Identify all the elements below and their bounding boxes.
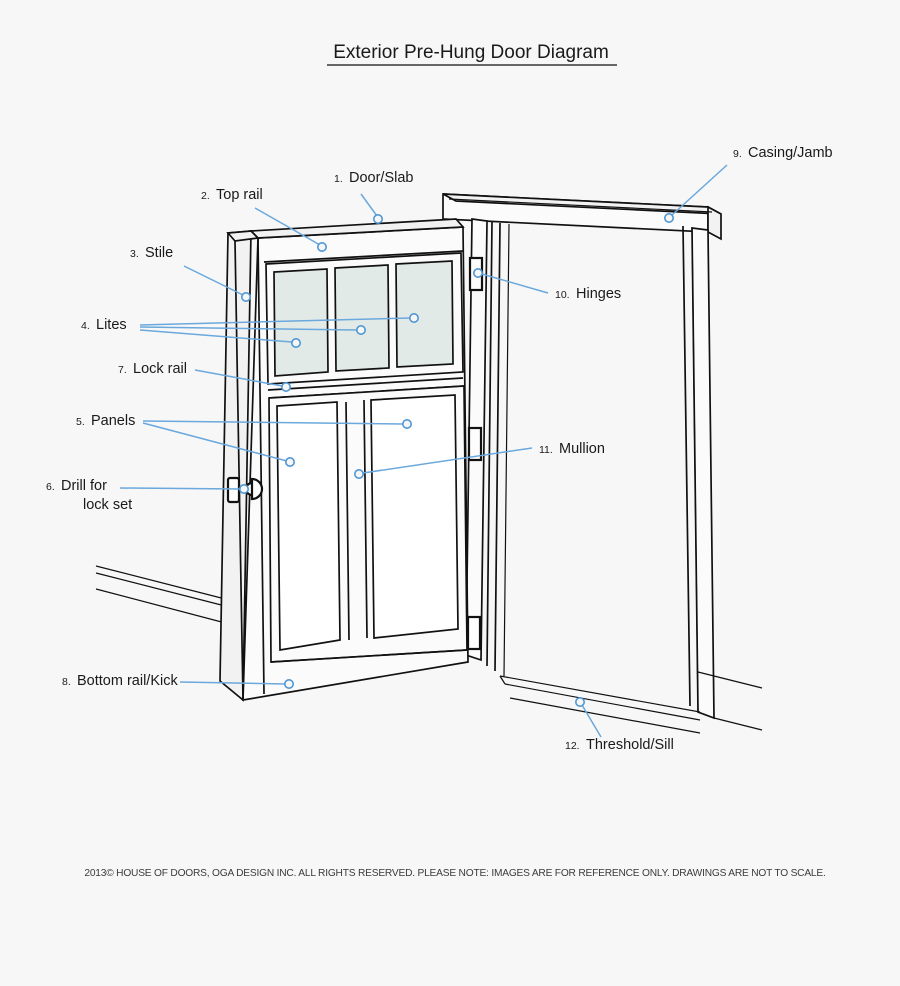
hinge-jamb-edge-c <box>503 223 510 677</box>
dot-top-rail <box>316 242 327 253</box>
door-knob-icon <box>250 477 264 501</box>
callout-number-3: 3. <box>130 248 139 260</box>
lite-1 <box>273 268 329 377</box>
callout-label-lites: Lites <box>96 317 127 333</box>
callout-number-12: 12. <box>565 740 580 752</box>
callout-number-8: 8. <box>62 676 71 688</box>
hinge-jamb-edge-b <box>494 222 501 672</box>
callout-label-lock-set: lock set <box>83 497 132 513</box>
dot-lite-1 <box>290 337 301 348</box>
leader-lite-1 <box>139 329 293 343</box>
callout-leaders <box>119 164 728 738</box>
callout-number-10: 10. <box>555 289 570 301</box>
leader-panel-2 <box>142 420 404 425</box>
threshold-edge-2 <box>504 683 701 721</box>
leader-lite-3 <box>139 317 411 326</box>
callout-label-stile: Stile <box>145 245 173 261</box>
floor-line-1 <box>95 565 234 602</box>
footer-copyright: 2013© HOUSE OF DOORS, OGA DESIGN INC. AL… <box>84 868 825 879</box>
leader-lite-2 <box>139 326 358 331</box>
strike-plate-icon <box>226 476 241 504</box>
right-jamb-reveal <box>691 227 699 713</box>
dot-mullion <box>353 468 364 479</box>
top-rail-lower-edge <box>263 250 464 263</box>
lock-set-hardware <box>226 476 264 504</box>
slab-stile-inner-line <box>257 237 265 695</box>
dot-lite-3 <box>408 312 419 323</box>
callout-number-5: 5. <box>76 416 85 428</box>
dot-hinges <box>472 267 483 278</box>
leader-stile <box>183 265 244 296</box>
callout-number-7: 7. <box>118 364 127 376</box>
callout-labels: 1. Door/Slab 2. Top rail 3. Stile 4. Lit… <box>46 145 833 753</box>
leader-panel-1 <box>142 422 288 462</box>
floor-line-right-2 <box>697 671 763 689</box>
leader-mullion <box>362 447 533 474</box>
floor-line-3 <box>95 588 234 626</box>
leader-lock-rail <box>194 369 283 387</box>
callout-label-panels: Panels <box>91 413 135 429</box>
threshold-sill <box>499 675 701 734</box>
floor-line-right-1 <box>713 717 763 731</box>
lite-3 <box>395 260 454 368</box>
page-title: Exterior Pre-Hung Door Diagram <box>333 42 609 63</box>
hinge-middle <box>467 426 483 462</box>
dot-stile <box>241 291 252 302</box>
dot-panel-2 <box>401 418 412 429</box>
right-jamb-inner-edge <box>682 225 691 707</box>
leader-door-slab <box>360 193 378 217</box>
threshold-edge-1 <box>499 675 701 713</box>
callout-label-hinges: Hinges <box>576 286 621 302</box>
threshold-edge-3 <box>509 697 701 734</box>
callout-number-1: 1. <box>334 173 343 185</box>
callout-label-door-slab: Door/Slab <box>349 170 413 186</box>
threshold-cap-left <box>499 675 506 685</box>
dot-threshold <box>574 696 585 707</box>
slab-left-edge-inner <box>234 240 244 701</box>
hinge-bottom <box>466 615 482 651</box>
callout-number-4: 4. <box>81 320 90 332</box>
leader-bottom-rail <box>179 681 286 685</box>
callout-label-top-rail: Top rail <box>216 187 263 203</box>
callout-label-bottom-rail: Bottom rail/Kick <box>77 673 178 689</box>
dot-casing-jamb <box>663 213 674 224</box>
callout-number-11: 11. <box>539 444 553 456</box>
leader-drill-lock-set <box>119 487 242 490</box>
leader-threshold <box>581 704 602 738</box>
callout-label-threshold: Threshold/Sill <box>586 737 674 753</box>
leader-top-rail <box>254 207 321 246</box>
panel-1 <box>276 401 341 652</box>
callout-number-9: 9. <box>733 148 742 160</box>
callout-label-casing-jamb: Casing/Jamb <box>748 145 833 161</box>
floor-line-2 <box>95 572 234 609</box>
leader-casing-jamb <box>671 164 728 216</box>
dot-door-slab <box>372 214 383 225</box>
dot-panel-1 <box>284 456 295 467</box>
dot-lite-2 <box>355 324 366 335</box>
door-frame <box>442 193 763 734</box>
callout-label-drill-for: Drill for <box>61 478 107 494</box>
panels-group <box>268 385 468 663</box>
page-title-group: Exterior Pre-Hung Door Diagram <box>327 42 617 66</box>
callout-number-2: 2. <box>201 190 210 202</box>
callout-label-mullion: Mullion <box>559 441 605 457</box>
floor-lines-left <box>95 565 234 626</box>
mullion-edge-right <box>363 399 368 639</box>
bottom-rail-top-edge <box>270 649 468 663</box>
hinge-jamb-edge-a <box>486 221 493 667</box>
leader-hinges <box>481 273 549 294</box>
door-slab <box>219 218 469 702</box>
head-casing-end <box>707 205 722 241</box>
callout-label-lock-rail: Lock rail <box>133 361 187 377</box>
dot-drill-lock-set <box>239 483 250 494</box>
panel-2 <box>370 394 459 639</box>
head-casing-reveal <box>448 198 713 213</box>
mullion-edge-left <box>345 401 350 641</box>
dot-lock-rail <box>280 381 291 392</box>
dot-bottom-rail <box>283 678 294 689</box>
lock-rail-top-edge <box>267 377 464 391</box>
callout-number-6: 6. <box>46 481 55 493</box>
lite-2 <box>334 264 390 372</box>
